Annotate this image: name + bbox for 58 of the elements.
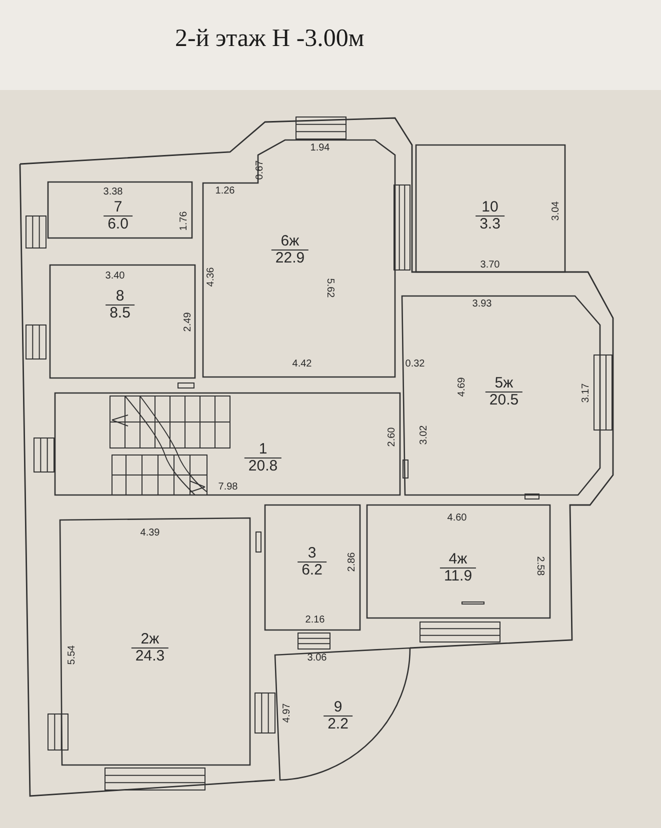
room-number: 1	[258, 442, 268, 458]
dimension-label: 3.93	[472, 298, 492, 310]
room-area: 20.5	[485, 392, 523, 408]
dimension-label: 4.60	[447, 512, 467, 524]
dimension-label: 5.62	[324, 278, 336, 298]
dimension-label: 4.39	[140, 528, 160, 538]
room-number: 7	[112, 200, 124, 216]
room	[265, 505, 360, 630]
room	[416, 145, 565, 272]
room	[275, 648, 410, 780]
dimension-label: 4.97	[282, 703, 292, 723]
room-number: 2ж	[140, 632, 160, 648]
room-area: 3.3	[476, 216, 504, 232]
room-number: 8	[114, 288, 126, 304]
dimension-label: 5.54	[66, 645, 78, 665]
room-number: 4ж	[448, 552, 468, 568]
dimension-label: 4.42	[292, 358, 312, 370]
dimension-label: 3.04	[550, 201, 562, 221]
dimension-label: 3.70	[480, 260, 500, 270]
dimension-label: 2.60	[386, 427, 398, 447]
room-number: 5ж	[494, 376, 514, 392]
room-number: 6ж	[280, 234, 300, 250]
dimension-label: 4.36	[206, 267, 216, 287]
dimension-label: 2.49	[182, 312, 194, 332]
dimension-label: 4.69	[456, 377, 468, 397]
dimension-label: 0.32	[405, 358, 425, 370]
room-area: 6.0	[104, 216, 132, 232]
dimension-label: 2.86	[346, 552, 358, 572]
room-area: 11.9	[440, 568, 476, 584]
dimension-label: 3.02	[418, 425, 430, 445]
dimension-label: 3.06	[307, 652, 327, 664]
dimension-label: 0.67	[254, 160, 266, 180]
dimension-label: 3.38	[103, 186, 123, 198]
dimension-label: 1.26	[215, 186, 235, 196]
room	[60, 518, 250, 765]
room	[48, 182, 192, 238]
room-area: 6.2	[298, 562, 326, 578]
dimension-label: 2.58	[534, 556, 546, 576]
room	[402, 296, 600, 495]
room-area: 22.9	[271, 250, 309, 266]
room-number: 9	[332, 700, 344, 716]
room-area: 8.5	[106, 304, 134, 322]
room	[203, 140, 395, 377]
dimension-label: 3.17	[580, 383, 592, 403]
room-area: 20.8	[244, 458, 282, 474]
room-number: 3	[306, 546, 318, 562]
plan-title: 2-й этаж Н -3.00м	[175, 24, 364, 54]
dimension-label: 1.76	[178, 211, 190, 231]
dimension-label: 7.98	[218, 482, 238, 492]
room-area: 2.2	[324, 716, 352, 732]
room	[50, 265, 195, 378]
room	[55, 393, 400, 495]
dimension-label: 3.40	[105, 270, 125, 282]
room	[367, 505, 550, 618]
dimension-label: 2.16	[305, 614, 325, 626]
room-number: 10	[480, 200, 500, 216]
dimension-label: 1.94	[310, 142, 330, 154]
room-area: 24.3	[131, 648, 169, 664]
